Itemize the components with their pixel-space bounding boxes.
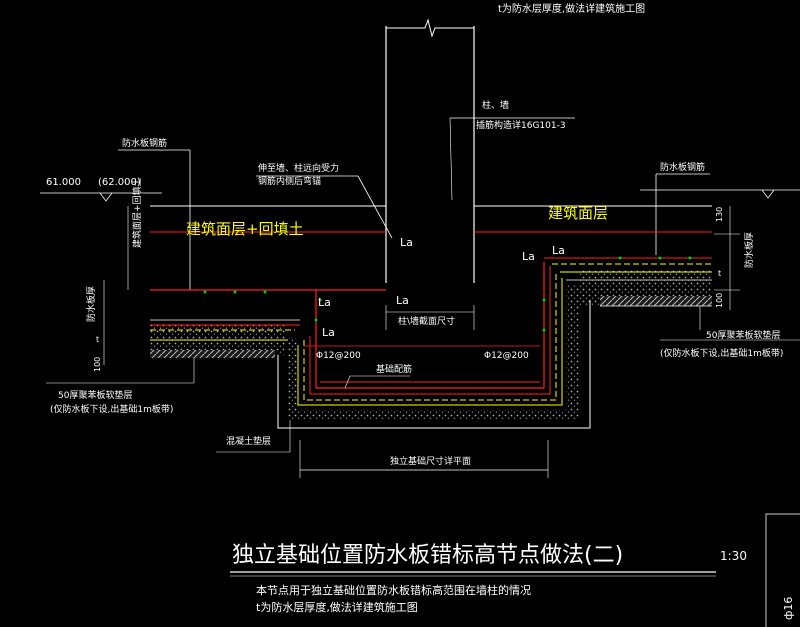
top-note: t为防水层厚度,做法详建筑施工图 xyxy=(498,2,645,15)
label-cushion-right2: (仅防水板下设,出基础1m板带) xyxy=(660,347,783,359)
label-rebar-right: 防水板钢筋 xyxy=(660,161,705,173)
vertical-left-fill: 建筑面层+回填土 xyxy=(131,177,143,248)
label-extend2: 钢筋内侧后弯锚 xyxy=(258,175,321,187)
label-cushion-left: 50厚聚苯板软垫层 xyxy=(58,389,132,401)
dim-t-right: t xyxy=(718,269,721,278)
la-1: La xyxy=(400,236,413,249)
label-cushion-right: 50厚聚苯板软垫层 xyxy=(706,329,780,341)
corner-text: ф16 xyxy=(782,597,795,620)
la-3: La xyxy=(522,250,535,263)
label-cushion-left2: (仅防水板下设,出基础1m板带) xyxy=(50,403,173,415)
right-slab xyxy=(544,257,712,307)
corner-box xyxy=(765,513,800,627)
label-found-bar: 基础配筋 xyxy=(376,363,412,375)
elev-left-paren: (62.000) xyxy=(98,177,141,188)
note-2: t为防水层厚度,做法详建筑施工图 xyxy=(256,600,418,614)
dim-100-right: 100 xyxy=(715,293,724,308)
dim-100-left: 100 xyxy=(93,357,102,372)
scale: 1:30 xyxy=(720,549,747,563)
title: 独立基础位置防水板错标高节点做法(二) xyxy=(232,543,623,568)
bar-left: Φ12@200 xyxy=(316,351,361,361)
label-column: 柱、墙 xyxy=(482,99,509,111)
text-fill-left: 建筑面层+回填土 xyxy=(186,220,304,238)
la-6: La xyxy=(322,326,335,339)
la-4: La xyxy=(318,296,331,309)
la-5: La xyxy=(396,294,409,307)
dim-130: 130 xyxy=(715,207,724,222)
label-column-detail: 插筋构造详16G101-3 xyxy=(476,119,566,131)
foundation xyxy=(277,262,591,429)
note-1: 本节点用于独立基础位置防水板错标高范围在墙柱的情况 xyxy=(256,583,531,597)
left-slab xyxy=(150,289,386,358)
bar-right: Φ12@200 xyxy=(484,351,529,361)
label-found-size: 独立基础尺寸详平面 xyxy=(390,455,471,467)
elev-left: 61.000 xyxy=(46,177,81,188)
label-concrete: 混凝土垫层 xyxy=(226,435,271,447)
rebar-dots xyxy=(203,256,692,332)
dim-t-left: t xyxy=(96,335,99,344)
la-2: La xyxy=(552,244,565,257)
label-extend: 伸至墙、柱远向受力 xyxy=(258,162,339,174)
column xyxy=(385,18,475,283)
vertical-right-board: 防水板厚 xyxy=(743,232,755,268)
text-floor-right: 建筑面层 xyxy=(548,204,608,222)
label-col-size: 柱\墙截面尺寸 xyxy=(398,315,455,327)
label-rebar-left: 防水板钢筋 xyxy=(122,137,167,149)
vertical-left-board: 防水板厚 xyxy=(85,286,97,322)
